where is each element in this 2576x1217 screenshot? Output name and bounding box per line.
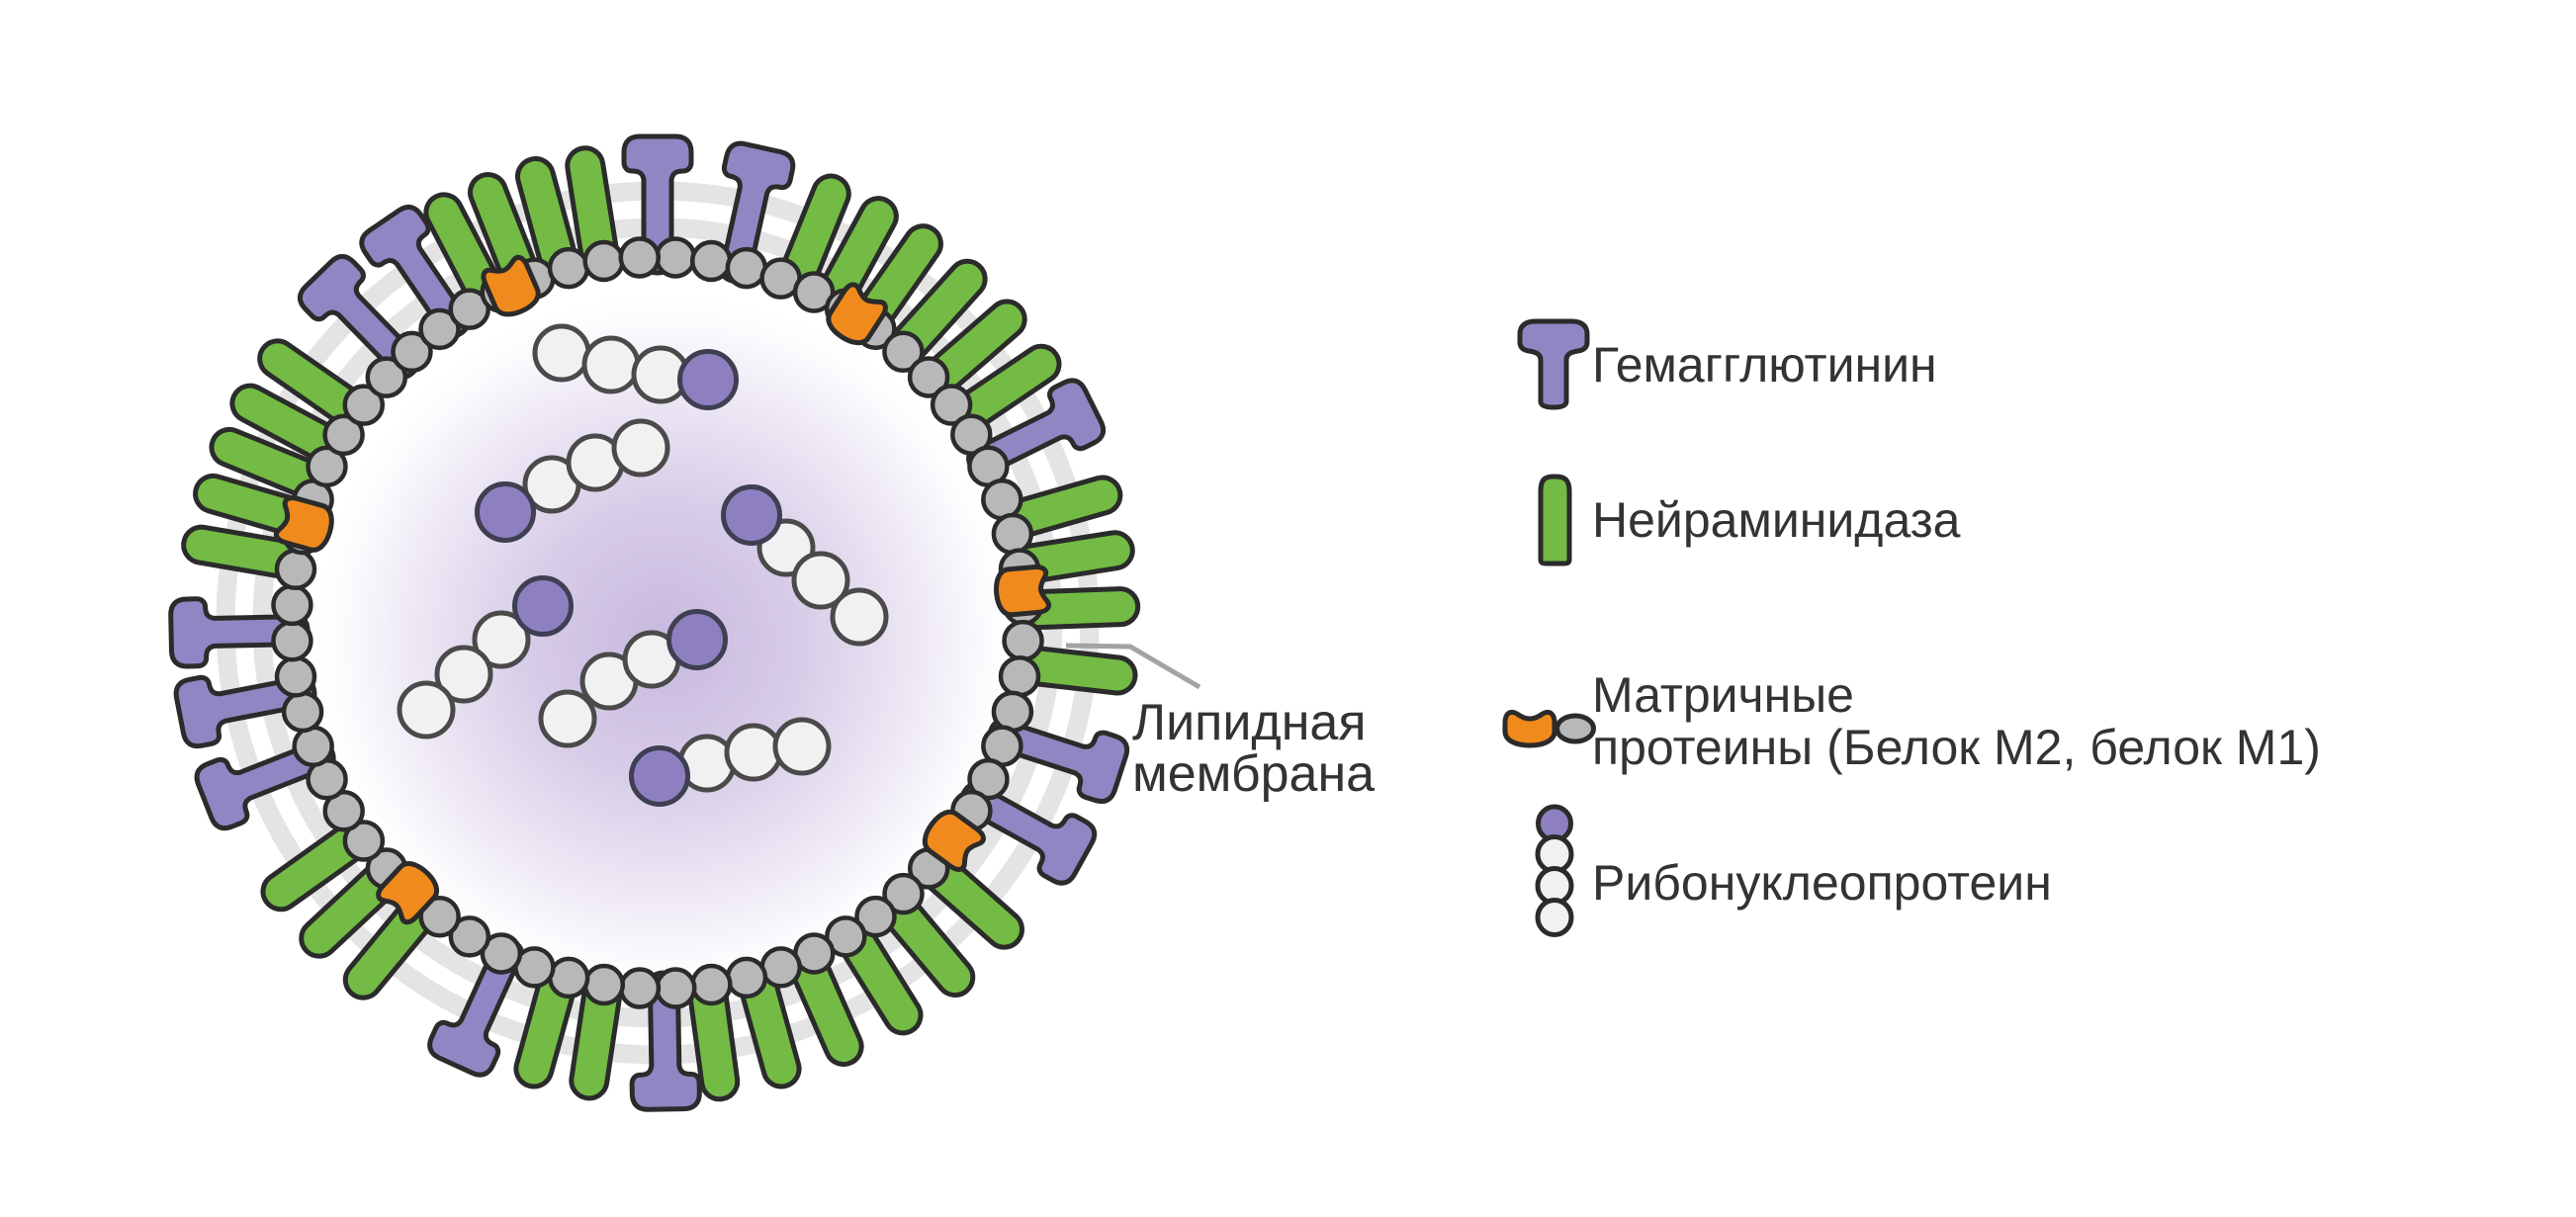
- rnp-bead-purple: [666, 609, 728, 670]
- legend-label-hemagglutinin: Гемагглютинин: [1592, 337, 1937, 392]
- ribonucleoprotein-chains: [397, 323, 889, 807]
- membrane-bead: [418, 307, 461, 351]
- membrane-bead: [418, 895, 461, 938]
- membrane-bead: [991, 512, 1034, 556]
- rnp-chain: [475, 418, 670, 543]
- hemagglutinin-icon: [1517, 318, 1590, 410]
- rnp-bead-purple: [512, 575, 574, 637]
- m2-protein: [922, 809, 986, 872]
- rnp-bead: [791, 551, 850, 610]
- legend-label-neuraminidase: Нейраминидаза: [1592, 492, 1961, 548]
- membrane-bead: [618, 236, 662, 279]
- membrane-bead: [930, 384, 973, 426]
- neuraminidase-icon: [1538, 474, 1572, 566]
- m2-protein: [481, 254, 541, 317]
- membrane-leader-line: [1065, 643, 1201, 690]
- m2-protein: [376, 861, 440, 925]
- virus-diagram: [168, 133, 1141, 1112]
- membrane-bead: [365, 356, 408, 398]
- spike-hemagglutinin: [168, 596, 311, 669]
- rnp-bead: [538, 689, 597, 748]
- legend-label-matrix-line2: протеины (Белок М2, белок М1): [1592, 720, 2321, 775]
- rnp-chain: [532, 323, 739, 410]
- rnp-chain: [397, 575, 574, 739]
- m2-proteins: [273, 254, 1051, 925]
- m2-protein: [273, 495, 334, 553]
- membrane-bead: [448, 915, 491, 958]
- membrane-bead: [391, 330, 433, 374]
- membrane-bead: [725, 956, 768, 1000]
- legend-label-matrix-line1: Матричные: [1592, 667, 1854, 723]
- virus-core: [310, 275, 1006, 971]
- rnp-bead: [532, 323, 591, 383]
- membrane-bead: [582, 963, 626, 1006]
- rnp-bead: [581, 335, 641, 394]
- membrane-label: Липидная мембрана: [1065, 643, 1375, 803]
- membrane-bead: [690, 963, 733, 1006]
- legend-item-hemagglutinin: Гемагглютинин: [1517, 318, 1937, 410]
- membrane-bead: [654, 236, 697, 279]
- rnp-bead-purple: [475, 481, 536, 543]
- membrane-bead: [618, 967, 662, 1009]
- m2-protein: [826, 282, 888, 346]
- membrane-bead: [342, 820, 386, 862]
- membrane-bead: [759, 946, 802, 989]
- rnp-bead-purple: [629, 745, 690, 807]
- legend-item-ribonucleoprotein: Рибонуклеопротеин: [1535, 804, 2052, 937]
- rnp-bead-purple: [721, 484, 782, 546]
- membrane-bead: [271, 583, 313, 627]
- m1-protein-icon: [1554, 713, 1596, 744]
- legend-label-ribonucleoprotein: Рибонуклеопротеин: [1592, 855, 2052, 911]
- legend-item-neuraminidase: Нейраминидаза: [1538, 474, 1961, 566]
- membrane-bead: [322, 413, 365, 457]
- membrane-bead: [1002, 619, 1044, 662]
- rnp-chain: [629, 717, 832, 807]
- membrane-bead: [547, 956, 590, 1000]
- membrane-bead: [654, 967, 697, 1009]
- membrane-bead: [725, 246, 768, 290]
- rnp-chain: [721, 484, 889, 647]
- membrane-bead: [825, 915, 867, 958]
- legend: Гемагглютинин Нейраминидаза Матричные пр…: [1502, 318, 2321, 937]
- membrane-bead: [322, 790, 365, 832]
- membrane-bead: [342, 384, 386, 426]
- membrane-bead: [292, 725, 334, 767]
- rnp-bead: [724, 723, 783, 782]
- m2-protein: [994, 565, 1051, 618]
- rnp-chain: [538, 609, 728, 748]
- membrane-bead: [274, 548, 317, 591]
- rnp-bead: [397, 680, 456, 739]
- legend-item-matrix-proteins: Матричные протеины (Белок М2, белок М1): [1502, 667, 2321, 775]
- rnp-bead: [772, 717, 832, 776]
- membrane-bead: [271, 619, 313, 662]
- rnp-bead-purple: [677, 349, 739, 410]
- membrane-bead: [281, 690, 324, 734]
- membrane-bead: [448, 288, 490, 330]
- membrane-bead: [998, 654, 1041, 698]
- rnp-bead: [472, 610, 531, 669]
- membrane-label-line2: мембрана: [1132, 745, 1375, 803]
- membrane-bead: [306, 445, 348, 488]
- membrane-bead: [689, 239, 733, 283]
- membrane-bead: [991, 690, 1034, 734]
- membrane-bead: [907, 356, 950, 398]
- rnp-bead: [611, 418, 670, 478]
- membrane-bead: [882, 872, 925, 915]
- membrane-bead: [547, 246, 590, 290]
- membrane-bead: [882, 330, 925, 374]
- membrane-bead: [854, 895, 897, 938]
- membrane-bead: [792, 271, 836, 313]
- membrane-bead: [274, 655, 317, 698]
- membrane-bead: [981, 478, 1023, 521]
- membrane-bead: [480, 932, 523, 975]
- membrane-bead: [582, 239, 625, 283]
- membrane-bead: [967, 757, 1010, 801]
- membrane-bead: [950, 413, 993, 456]
- membrane-label-line1: Липидная: [1132, 694, 1367, 751]
- ribonucleoprotein-icon: [1535, 804, 1574, 937]
- rnp-bead: [830, 587, 889, 647]
- rnp-bead: [434, 645, 493, 704]
- m2-protein-icon: [1502, 709, 1557, 748]
